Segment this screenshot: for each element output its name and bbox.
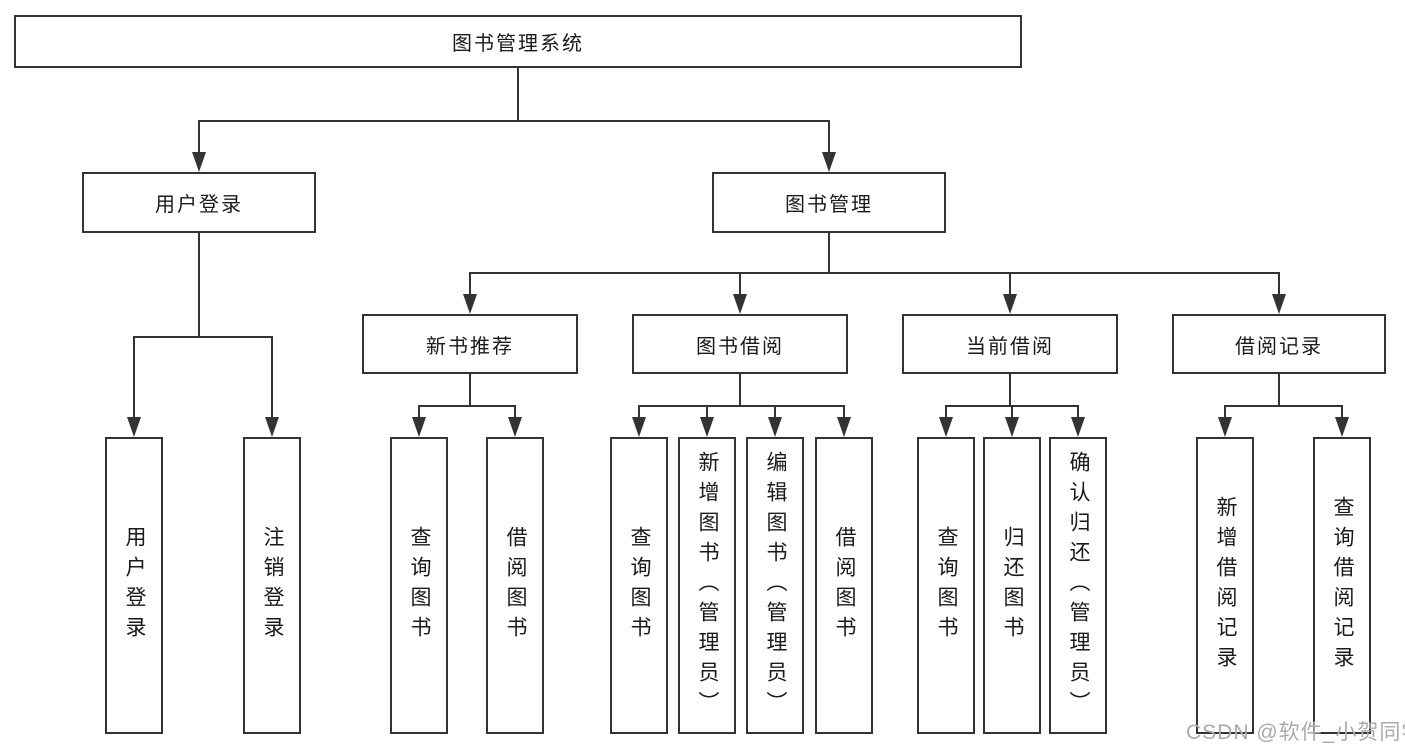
connector-vline: [739, 272, 741, 294]
connector-vline: [774, 405, 776, 417]
arrowhead-down-icon: [463, 294, 477, 314]
connector-vline: [1009, 272, 1011, 294]
arrowhead-down-icon: [192, 152, 206, 172]
connector-vline: [198, 120, 200, 152]
connector-vline: [1224, 405, 1226, 417]
leaf-return-book: 归还图书: [983, 437, 1041, 734]
connector-hline: [198, 120, 830, 122]
leaf-borrow-book-recommend: 借阅图书: [486, 437, 544, 734]
connector-vline: [133, 336, 135, 417]
connector-vline: [514, 405, 516, 417]
leaf-add-book-admin: 新增图书（管理员）: [678, 437, 736, 734]
node-current-borrow: 当前借阅: [902, 314, 1118, 374]
connector-vline: [843, 405, 845, 417]
connector-hline: [133, 336, 273, 338]
connector-hline: [1224, 405, 1343, 407]
leaf-add-borrow-record: 新增借阅记录: [1196, 437, 1254, 734]
connector-vline: [469, 374, 471, 405]
leaf-confirm-return-admin: 确认归还（管理员）: [1049, 437, 1107, 734]
node-book-management: 图书管理: [712, 172, 946, 233]
leaf-logout: 注销登录: [243, 437, 301, 734]
leaf-user-login: 用户登录: [105, 437, 163, 734]
connector-vline: [1009, 374, 1011, 405]
leaf-edit-book-admin: 编辑图书（管理员）: [746, 437, 804, 734]
connector-hline: [638, 405, 845, 407]
arrowhead-down-icon: [632, 417, 646, 437]
connector-vline: [517, 68, 519, 120]
connector-vline: [1278, 272, 1280, 294]
arrowhead-down-icon: [1335, 417, 1349, 437]
leaf-query-borrow-record: 查询借阅记录: [1313, 437, 1371, 734]
arrowhead-down-icon: [1005, 417, 1019, 437]
leaf-query-book-borrow: 查询图书: [610, 437, 668, 734]
arrowhead-down-icon: [837, 417, 851, 437]
arrowhead-down-icon: [127, 417, 141, 437]
connector-vline: [828, 120, 830, 152]
arrowhead-down-icon: [822, 152, 836, 172]
node-book-borrow: 图书借阅: [632, 314, 848, 374]
arrowhead-down-icon: [768, 417, 782, 437]
leaf-query-book-recommend: 查询图书: [390, 437, 448, 734]
connector-vline: [1011, 405, 1013, 417]
connector-vline: [739, 374, 741, 405]
connector-vline: [418, 405, 420, 417]
arrowhead-down-icon: [1272, 294, 1286, 314]
arrowhead-down-icon: [1218, 417, 1232, 437]
arrowhead-down-icon: [412, 417, 426, 437]
connector-vline: [828, 233, 830, 272]
connector-vline: [1077, 405, 1079, 417]
arrowhead-down-icon: [1071, 417, 1085, 437]
connector-hline: [418, 405, 516, 407]
arrowhead-down-icon: [265, 417, 279, 437]
connector-vline: [1278, 374, 1280, 405]
connector-vline: [638, 405, 640, 417]
connector-vline: [945, 405, 947, 417]
connector-vline: [271, 336, 273, 417]
connector-vline: [469, 272, 471, 294]
node-user-login: 用户登录: [82, 172, 316, 233]
leaf-query-book-current: 查询图书: [917, 437, 975, 734]
csdn-watermark: CSDN @软件_小贺同学: [1186, 721, 1405, 744]
arrowhead-down-icon: [939, 417, 953, 437]
arrowhead-down-icon: [733, 294, 747, 314]
connector-vline: [1341, 405, 1343, 417]
arrowhead-down-icon: [1003, 294, 1017, 314]
arrowhead-down-icon: [508, 417, 522, 437]
node-library-management-system: 图书管理系统: [14, 15, 1022, 68]
connector-hline: [469, 272, 1280, 274]
arrowhead-down-icon: [700, 417, 714, 437]
connector-vline: [198, 233, 200, 336]
connector-vline: [706, 405, 708, 417]
leaf-borrow-book: 借阅图书: [815, 437, 873, 734]
node-new-book-recommend: 新书推荐: [362, 314, 578, 374]
node-borrow-record: 借阅记录: [1172, 314, 1386, 374]
